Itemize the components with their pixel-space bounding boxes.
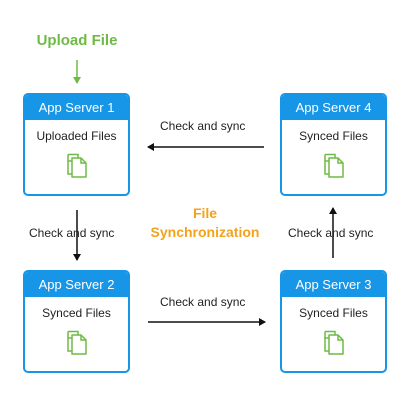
app-server-2-node: App Server 2 Synced Files — [23, 270, 130, 373]
server-title: App Server 1 — [25, 95, 128, 120]
server-files-label: Synced Files — [299, 129, 368, 143]
app-server-4-node: App Server 4 Synced Files — [280, 93, 387, 196]
server-files-label: Synced Files — [299, 306, 368, 320]
app-server-1-node: App Server 1 Uploaded Files — [23, 93, 130, 196]
upload-file-label: Upload File — [36, 32, 118, 49]
files-copy-icon — [323, 330, 344, 355]
edge-label-4-to-1: Check and sync — [160, 119, 246, 133]
files-copy-icon — [66, 153, 87, 178]
app-server-3-node: App Server 3 Synced Files — [280, 270, 387, 373]
diagram-title-line1: File — [192, 205, 218, 221]
edge-label-2-to-3: Check and sync — [160, 295, 246, 309]
diagram-title-line2: Synchronization — [150, 224, 260, 240]
server-title: App Server 3 — [282, 272, 385, 297]
files-copy-icon — [323, 153, 344, 178]
server-title: App Server 2 — [25, 272, 128, 297]
diagram-title: File Synchronization — [136, 204, 274, 242]
server-files-label: Uploaded Files — [36, 129, 117, 143]
files-copy-icon — [66, 330, 87, 355]
server-title: App Server 4 — [282, 95, 385, 120]
edge-label-1-to-2: Check and sync — [29, 226, 115, 240]
edge-label-3-to-4: Check and sync — [288, 226, 374, 240]
server-files-label: Synced Files — [42, 306, 111, 320]
